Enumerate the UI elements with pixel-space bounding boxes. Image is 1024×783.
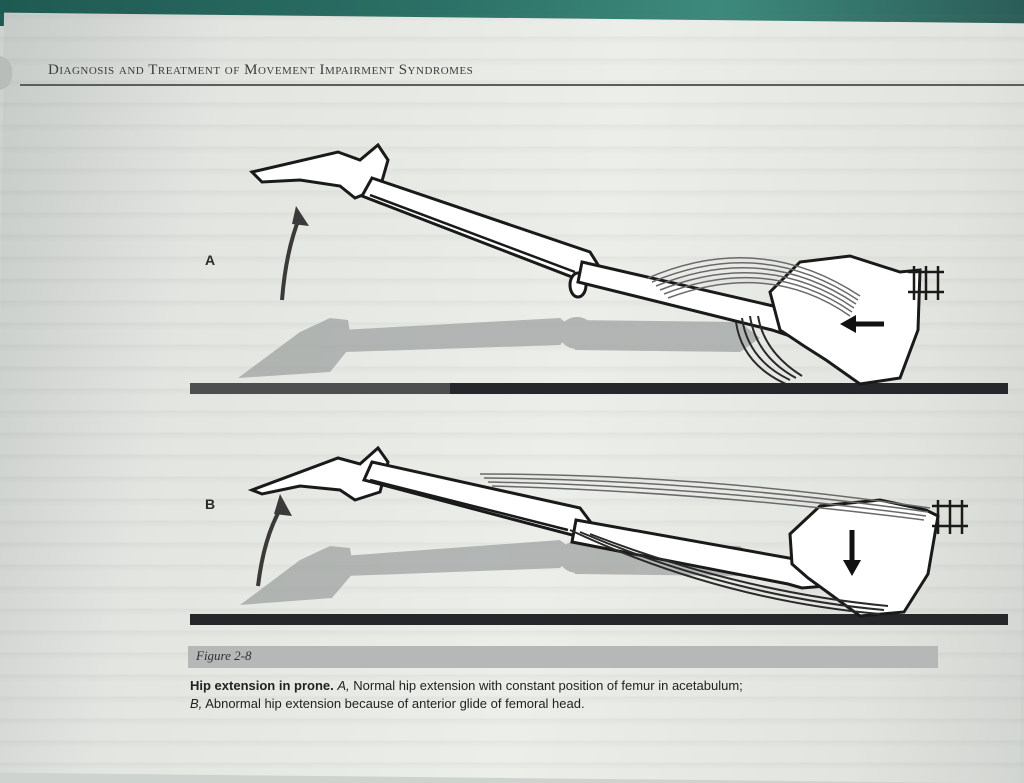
caption-b-letter: B, xyxy=(190,696,203,711)
panel-a-motion-arrow xyxy=(280,215,302,301)
panel-a-gluteals xyxy=(735,315,803,385)
panel-a-hamstrings xyxy=(647,257,861,317)
panel-a-illustration xyxy=(190,142,1008,394)
page-tab xyxy=(0,56,12,90)
panel-b-motion-arrow xyxy=(256,504,284,587)
figure-caption: Hip extension in prone. A, Normal hip ex… xyxy=(190,677,950,713)
running-head: Diagnosis and Treatment of Movement Impa… xyxy=(48,62,474,78)
panel-a-lumbar-spine xyxy=(908,266,944,300)
panel-b-floor xyxy=(190,614,1008,625)
panel-b-lower-muscles xyxy=(569,529,889,615)
panel-b-lumbar-spine xyxy=(932,500,968,534)
panel-b-tibia xyxy=(361,460,595,538)
panel-b-foot xyxy=(247,445,390,502)
caption-a-text: Normal hip extension with constant posit… xyxy=(349,678,743,693)
panel-b-label: B xyxy=(205,496,216,512)
figure-number-bar xyxy=(188,646,938,668)
panel-a-shadow-leg xyxy=(238,317,760,378)
caption-b-text: Abnormal hip extension because of anteri… xyxy=(202,696,585,711)
caption-title: Hip extension in prone. xyxy=(190,678,334,693)
header-rule xyxy=(20,84,1024,86)
panel-a-label: A xyxy=(205,252,216,268)
caption-a-letter: A, xyxy=(337,678,350,693)
panel-a-tibia xyxy=(359,176,602,284)
panel-b-illustration xyxy=(190,445,1008,625)
figure-number: Figure 2-8 xyxy=(196,648,252,663)
panel-b-pelvis xyxy=(788,498,940,618)
panel-a-floor xyxy=(190,383,1008,394)
panel-b-hamstrings xyxy=(479,473,931,521)
panel-a-pelvis xyxy=(768,254,922,386)
